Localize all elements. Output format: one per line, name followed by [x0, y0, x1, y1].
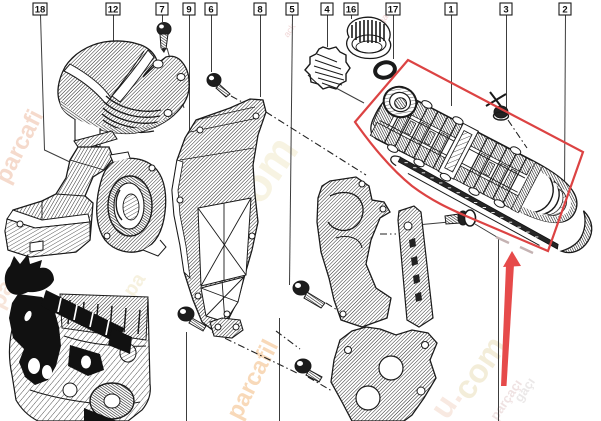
- svg-text:17: 17: [388, 5, 399, 16]
- svg-text:8: 8: [257, 5, 262, 16]
- svg-text:18: 18: [35, 5, 46, 16]
- svg-text:7: 7: [159, 5, 164, 16]
- svg-text:6: 6: [208, 5, 213, 16]
- svg-text:5: 5: [289, 5, 295, 16]
- svg-text:16: 16: [346, 5, 357, 16]
- svg-text:9: 9: [186, 5, 191, 16]
- svg-text:12: 12: [108, 5, 119, 16]
- svg-text:2: 2: [562, 5, 567, 16]
- svg-text:1: 1: [448, 5, 454, 16]
- svg-text:3: 3: [503, 5, 508, 16]
- svg-text:4: 4: [324, 5, 330, 16]
